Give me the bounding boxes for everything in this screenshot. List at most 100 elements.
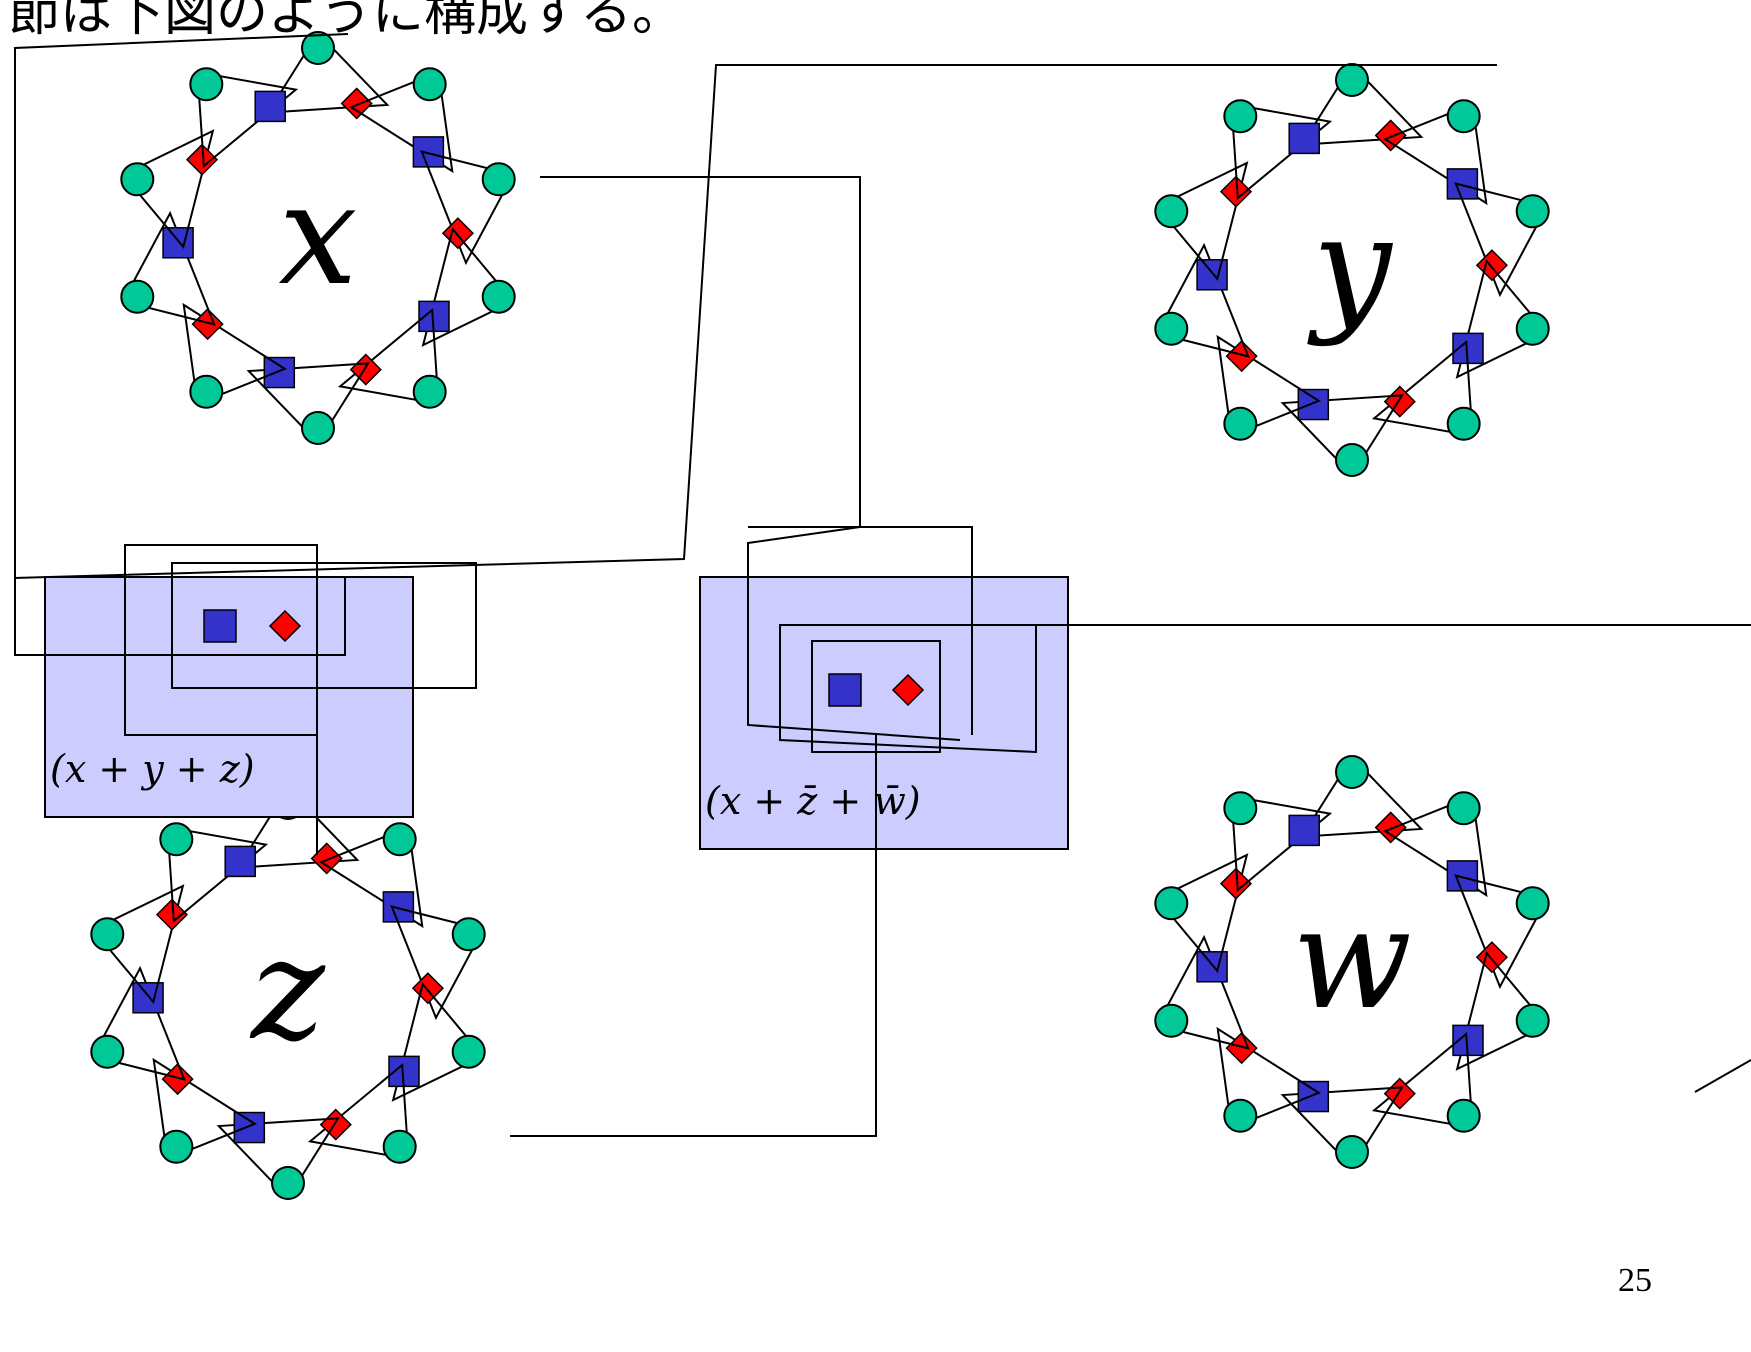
connecting-wire [811, 640, 941, 753]
gadget-triangle [391, 981, 485, 1102]
blue-square-node [162, 227, 194, 259]
green-circle-node [1335, 63, 1369, 97]
green-circle-node [382, 1129, 417, 1164]
z-variable-gadget: z [90, 786, 486, 1200]
green-circle-node [159, 822, 194, 857]
green-circle-node [90, 1034, 125, 1069]
connecting-wire [779, 624, 1751, 754]
blue-square-node [132, 982, 164, 1014]
blue-square-node [382, 891, 415, 923]
green-circle-node [451, 917, 486, 952]
green-circle-node [412, 67, 447, 102]
slide-header-text: 節は下図のように構成する。 [8, 0, 685, 43]
red-diamond-node [161, 1063, 194, 1096]
green-circle-node [1446, 1098, 1481, 1133]
variable-label: z [249, 909, 326, 1072]
red-diamond-node [1475, 941, 1508, 974]
green-circle-node [301, 411, 335, 445]
red-diamond-node [411, 972, 444, 1005]
gadget-triangle [318, 825, 424, 929]
red-diamond-node [1225, 340, 1258, 373]
red-diamond-node [185, 143, 219, 176]
gadget-triangle [1216, 1026, 1322, 1130]
red-diamond-node [1225, 1032, 1258, 1065]
red-diamond-node [1475, 249, 1508, 282]
gadget-triangle [236, 786, 360, 869]
green-circle-node [451, 1034, 486, 1069]
gadget-triangle [266, 31, 390, 114]
gadget-triangle [1155, 161, 1249, 282]
connecting-wire [748, 526, 973, 735]
connecting-wire [540, 176, 961, 741]
red-diamond-node [1219, 175, 1253, 208]
gadget-triangle [216, 1117, 340, 1200]
clause-2: (x + z̄ + w̄) [699, 576, 1069, 850]
green-circle-node [301, 31, 335, 65]
green-circle-node [1154, 311, 1189, 346]
green-circle-node [1223, 99, 1258, 134]
variable-label: w [1292, 878, 1412, 1041]
green-circle-node [1515, 311, 1550, 346]
gadget-triangle [1280, 394, 1404, 477]
green-circle-node [159, 1129, 194, 1164]
green-circle-node [1446, 406, 1481, 441]
gadget-triangle [337, 307, 440, 406]
red-diamond-node [1219, 867, 1253, 900]
green-circle-node [1515, 1003, 1550, 1038]
w-variable-gadget: w [1154, 755, 1550, 1169]
y-variable-gadget: y [1154, 63, 1550, 477]
gadget-triangle [91, 884, 185, 1005]
blue-square-node [263, 356, 296, 389]
gadget-triangle [1155, 934, 1250, 1050]
gadget-triangle [246, 362, 370, 445]
gadget-triangle [1230, 794, 1333, 893]
connecting-wire [13, 64, 1497, 579]
green-circle-node [189, 67, 224, 102]
gadget-triangle [390, 905, 485, 1021]
red-diamond-node [1374, 811, 1407, 844]
blue-square-node [1196, 951, 1228, 983]
blue-square-node [828, 673, 862, 707]
gadget-triangle [348, 70, 454, 174]
green-circle-node [1515, 194, 1550, 229]
connecting-wire [510, 735, 877, 1137]
green-circle-node [412, 374, 447, 409]
red-diamond-node [340, 87, 373, 120]
gadget-triangle [1382, 102, 1488, 206]
red-diamond-node [441, 217, 474, 250]
green-circle-node [481, 279, 516, 314]
gadget-triangle [1371, 339, 1474, 438]
red-diamond-node [1383, 385, 1416, 418]
green-circle-node [1154, 1003, 1189, 1038]
blue-square-node [1297, 1080, 1330, 1113]
green-circle-node [1223, 1098, 1258, 1133]
green-circle-node [120, 162, 155, 197]
blue-square-node [1288, 122, 1320, 155]
gadget-triangle [166, 825, 269, 924]
connecting-wire [1694, 1059, 1751, 1093]
blue-square-node [203, 609, 237, 643]
green-circle-node [120, 279, 155, 314]
gadget-triangle [1230, 102, 1333, 201]
blue-square-node [224, 845, 256, 878]
blue-square-node [1297, 388, 1330, 421]
gadget-triangle [182, 302, 288, 406]
blue-square-node [412, 136, 445, 168]
green-circle-node [1154, 194, 1189, 229]
green-circle-node [1515, 886, 1550, 921]
clause-1: (x + y + z) [44, 576, 414, 818]
connecting-wire [14, 33, 349, 656]
green-circle-node [481, 162, 516, 197]
red-diamond-node [1374, 119, 1407, 152]
gadget-triangle [307, 1062, 410, 1161]
green-circle-node [1335, 755, 1369, 789]
gadget-triangle [152, 1057, 258, 1161]
gadget-triangle [1300, 755, 1424, 838]
page-number: 25 [1618, 1262, 1652, 1299]
blue-square-node [233, 1111, 266, 1144]
green-circle-node [90, 917, 125, 952]
red-diamond-node [319, 1108, 352, 1141]
clause-label: (x + z̄ + w̄) [705, 779, 921, 823]
gadget-triangle [1455, 258, 1549, 379]
